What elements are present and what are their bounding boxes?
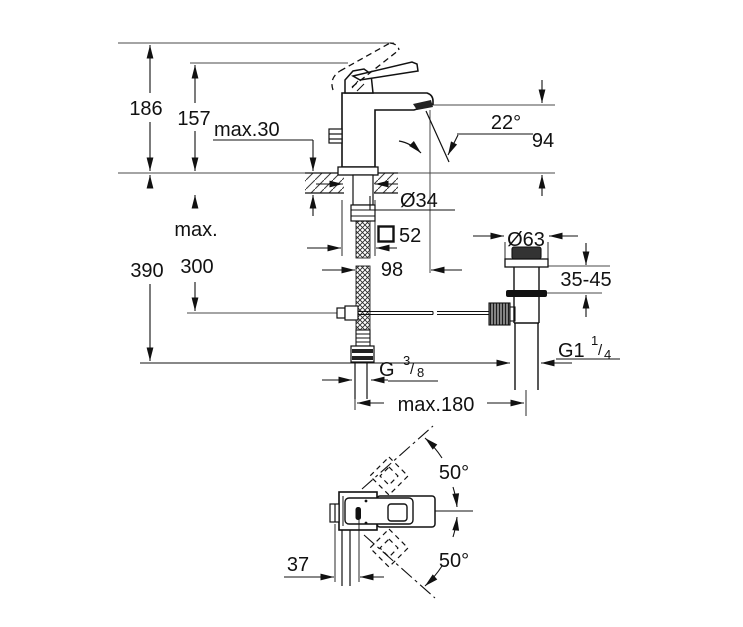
square-section-symbol [377, 225, 395, 243]
dim-center-distance: max.180 [398, 394, 475, 416]
dim-stream-angle: 22° [491, 112, 521, 134]
lever-handle [344, 61, 419, 94]
top-view: 37 50° 50° [284, 425, 473, 599]
rear-offset-dimension [284, 520, 384, 582]
drain-assembly [504, 246, 549, 390]
base-plate [337, 166, 379, 176]
rear-pop-up-knob [328, 128, 343, 144]
dim-spout-projection: 98 [381, 259, 403, 281]
dim-lever-height: 157 [177, 108, 210, 130]
dim-overall-height: 186 [129, 98, 162, 120]
aerator [413, 100, 433, 110]
dim-swing-lower: 50° [439, 550, 469, 572]
dim-swing-upper: 50° [439, 462, 469, 484]
faucet-body [328, 92, 434, 176]
dim-below-deck-depth: 390 [130, 260, 163, 282]
dim-body-section: 52 [399, 225, 421, 247]
water-stream [398, 110, 450, 163]
dim-deck-thickness: max.30 [214, 119, 280, 141]
pop-up-rod [358, 302, 516, 326]
cartridge-slot [355, 507, 361, 520]
dim-supply-thread: G 3 / 8 [379, 352, 424, 381]
dim-drain-flange-diameter: Ø63 [507, 229, 545, 251]
spout-outlet-plan [387, 503, 408, 522]
faucet-plan [329, 491, 436, 586]
lever-raised-dashed [331, 42, 400, 91]
dim-basin-deck-range: 35-45 [560, 269, 611, 291]
mounting-shank-and-hoses [336, 174, 376, 399]
dim-hose-length-max-1: max. [174, 219, 217, 241]
swing-angle-marks [361, 425, 473, 599]
dimension-lines [140, 45, 620, 416]
dim-drain-thread: G1 1 / 4 [558, 332, 611, 362]
rod-adjuster-knurl [488, 302, 511, 326]
rear-knob-plan [329, 503, 340, 523]
drain-flange [504, 258, 549, 268]
side-view: 186 157 max.30 22° 94 Ø34 52 98 max. 300… [118, 42, 620, 416]
drain-gasket [506, 290, 547, 297]
countertop-deck [305, 172, 398, 194]
dim-spout-height: 94 [532, 130, 554, 152]
dim-hole-diameter: Ø34 [400, 190, 438, 212]
dim-rear-offset: 37 [287, 554, 309, 576]
dim-hose-length-max-2: 300 [180, 256, 213, 278]
